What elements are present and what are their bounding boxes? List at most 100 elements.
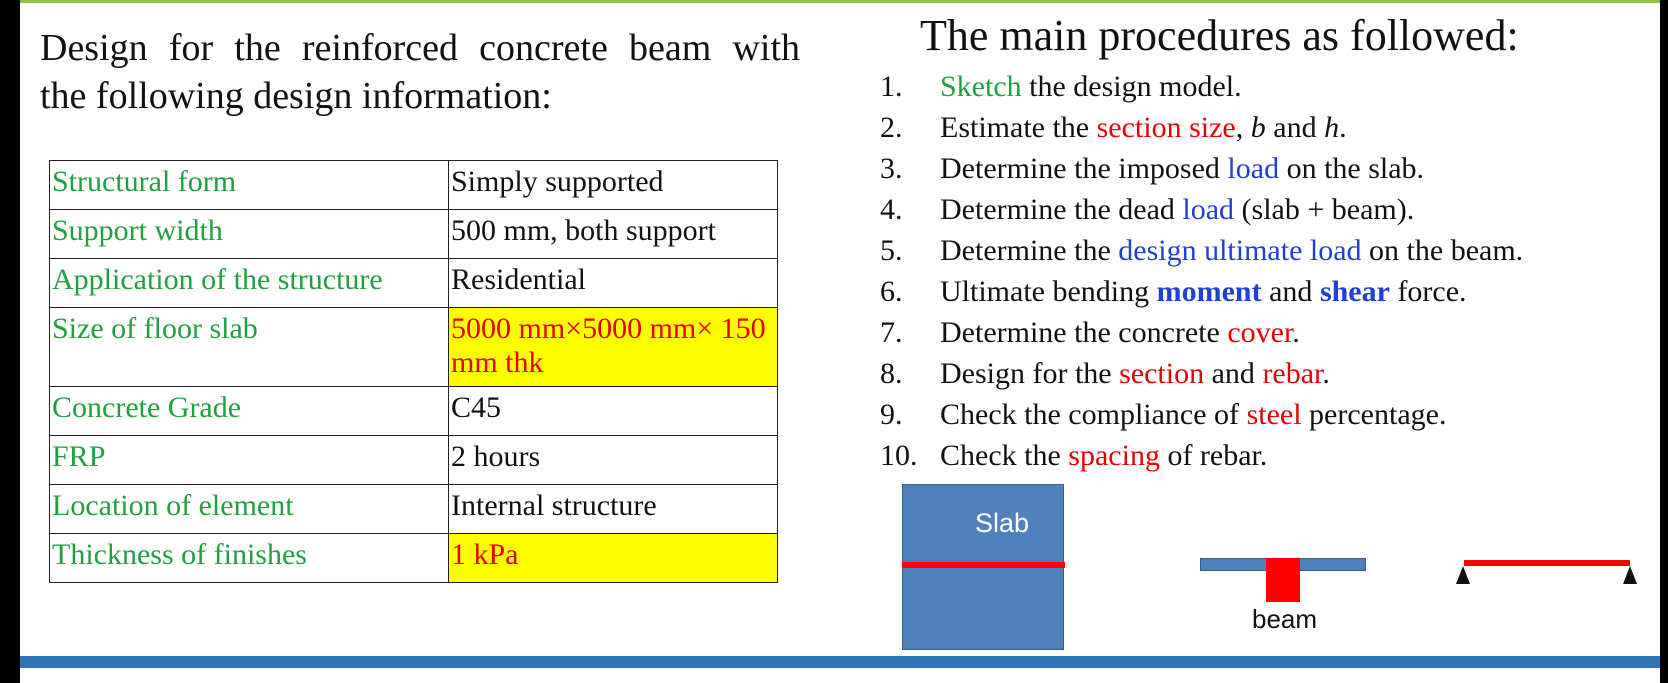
- row-value: Internal structure: [448, 484, 778, 534]
- step-text: Sketch the design model.: [940, 66, 1242, 107]
- step-text-part: (slab + beam).: [1234, 193, 1415, 226]
- row-value: 5000 mm×5000 mm× 150 mm thk: [448, 307, 778, 387]
- step-number: 4.: [880, 193, 903, 226]
- step-text-part: percentage.: [1301, 398, 1447, 431]
- bottom-band: [20, 656, 1660, 668]
- step-number: 1.: [880, 70, 903, 103]
- step-number: 5.: [880, 234, 903, 267]
- row-label: Structural form: [49, 160, 449, 210]
- procedure-step: 2. Estimate the section size, b and h.: [880, 107, 1523, 148]
- step-keyword: cover: [1227, 316, 1293, 349]
- step-number: 8.: [880, 357, 903, 390]
- step-number: 10.: [880, 439, 918, 472]
- step-text: Check the compliance of steel percentage…: [940, 394, 1446, 435]
- step-keyword: Sketch: [940, 70, 1022, 103]
- step-text: Check the spacing of rebar.: [940, 435, 1267, 476]
- row-label: Thickness of finishes: [49, 533, 449, 583]
- step-text-part: force.: [1389, 275, 1467, 308]
- intro-line-2: the following design information:: [40, 75, 552, 117]
- row-value: 500 mm, both support: [448, 209, 778, 259]
- step-text: Determine the concrete cover.: [940, 312, 1300, 353]
- row-label: Size of floor slab: [49, 307, 449, 387]
- row-label: Support width: [49, 209, 449, 259]
- step-number: 6.: [880, 275, 903, 308]
- slab-label: Slab: [975, 508, 1030, 538]
- step-keyword: load: [1227, 152, 1280, 185]
- step-text-part: and: [1265, 111, 1325, 144]
- step-text-part: .: [1322, 357, 1330, 390]
- step-text-part: Determine the: [940, 234, 1119, 267]
- step-text-part: Determine the dead: [940, 193, 1183, 226]
- step-text-part: the design model.: [1021, 70, 1242, 103]
- step-number: 2.: [880, 111, 903, 144]
- row-label: Location of element: [49, 484, 449, 534]
- step-text: Determine the dead load (slab + beam).: [940, 189, 1414, 230]
- step-number: 9.: [880, 398, 903, 431]
- step-text-part: .: [1339, 111, 1347, 144]
- step-text-part: .: [1292, 316, 1300, 349]
- procedure-step: 7. Determine the concrete cover.: [880, 312, 1523, 353]
- step-text: Determine the design ultimate load on th…: [940, 230, 1523, 271]
- step-text-part: on the beam.: [1361, 234, 1524, 267]
- row-value: C45: [448, 386, 778, 436]
- step-text: Estimate the section size, b and h.: [940, 107, 1347, 148]
- step-number: 7.: [880, 316, 903, 349]
- procedure-steps-list: 1. Sketch the design model. 2. Estimate the…: [880, 66, 1523, 476]
- step-text-part: Check the: [940, 439, 1069, 472]
- procedure-step: 3. Determine the imposed load on the slab…: [880, 148, 1523, 189]
- procedure-step: 9. Check the compliance of steel percenta…: [880, 394, 1523, 435]
- procedure-step: 10. Check the spacing of rebar.: [880, 435, 1523, 476]
- step-text: Ultimate bending moment and shear force.: [940, 271, 1467, 312]
- step-text-part: of rebar.: [1159, 439, 1268, 472]
- step-text: Design for the section and rebar.: [940, 353, 1330, 394]
- step-keyword: b: [1250, 111, 1266, 144]
- step-text-part: Determine the concrete: [940, 316, 1228, 349]
- procedure-step: 6. Ultimate bending moment and shear forc…: [880, 271, 1523, 312]
- intro-line-1: Design for the reinforced concrete beam …: [40, 27, 800, 69]
- step-keyword: rebar: [1262, 357, 1323, 390]
- step-keyword: design ultimate load: [1118, 234, 1362, 267]
- beam-section-web: [1266, 558, 1300, 602]
- step-text: Determine the imposed load on the slab.: [940, 148, 1424, 189]
- procedure-step: 8. Design for the section and rebar.: [880, 353, 1523, 394]
- step-text-part: Estimate the: [940, 111, 1097, 144]
- procedure-step: 5. Determine the design ultimate load on …: [880, 230, 1523, 271]
- left-support-icon: [1456, 566, 1470, 584]
- step-keyword: steel: [1246, 398, 1302, 431]
- row-value: Simply supported: [448, 160, 778, 210]
- procedures-title: The main procedures as followed:: [920, 11, 1519, 60]
- step-text-part: on the slab.: [1279, 152, 1425, 185]
- step-keyword: h: [1324, 111, 1340, 144]
- row-value: Residential: [448, 258, 778, 308]
- step-text-part: and: [1204, 357, 1263, 390]
- step-text-part: Check the compliance of: [940, 398, 1247, 431]
- step-keyword: spacing: [1068, 439, 1160, 472]
- beam-label: beam: [1252, 604, 1318, 634]
- intro-text: Design for the reinforced concrete beam …: [40, 24, 800, 120]
- slab-beam-line: [902, 562, 1065, 568]
- step-text-part: ,: [1235, 111, 1251, 144]
- step-number: 3.: [880, 152, 903, 185]
- step-keyword: shear: [1319, 275, 1390, 308]
- right-support-icon: [1623, 566, 1637, 584]
- top-accent-line: [20, 0, 1660, 3]
- row-value: 1 kPa: [448, 533, 778, 583]
- row-label: Application of the structure: [49, 258, 449, 308]
- step-keyword: section: [1119, 357, 1205, 390]
- step-keyword: load: [1182, 193, 1235, 226]
- procedure-step: 1. Sketch the design model.: [880, 66, 1523, 107]
- step-text-part: and: [1261, 275, 1320, 308]
- row-value: 2 hours: [448, 435, 778, 485]
- slide: Design for the reinforced concrete beam …: [20, 0, 1660, 683]
- step-text-part: Design for the: [940, 357, 1120, 390]
- step-keyword: moment: [1156, 275, 1262, 308]
